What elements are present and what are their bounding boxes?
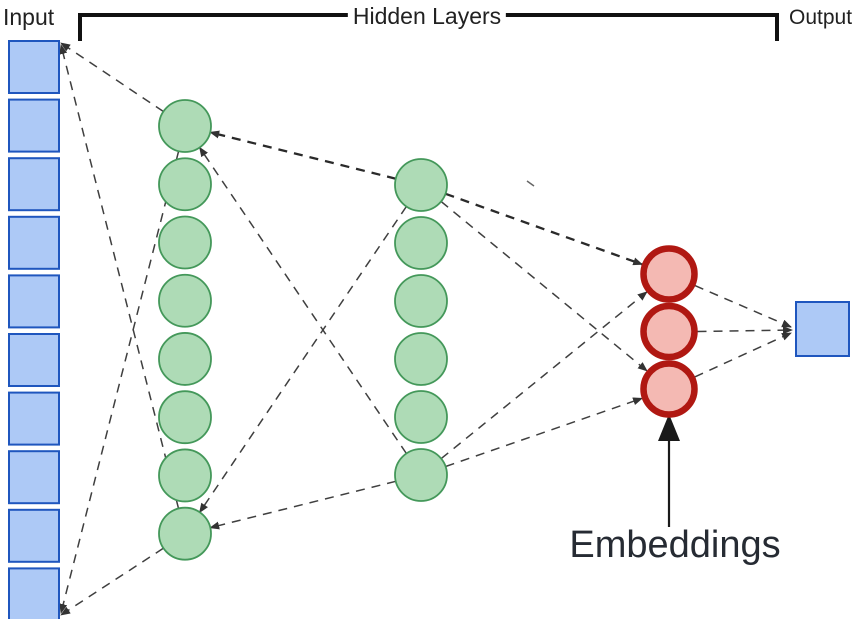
connection-edge	[60, 547, 164, 616]
input-node	[8, 567, 60, 619]
input-node	[8, 450, 60, 505]
hidden-2-node	[394, 332, 448, 386]
connection-edge	[440, 291, 648, 460]
input-node	[8, 508, 60, 563]
hidden-1-node	[158, 157, 212, 212]
hidden-2-node	[394, 216, 448, 270]
hidden-1-node	[158, 506, 212, 561]
stray-dash	[526, 180, 535, 187]
hidden-2-node	[394, 390, 448, 444]
connection-edge	[440, 200, 648, 372]
input-node	[8, 98, 60, 153]
connection-edge	[60, 42, 164, 113]
input-node	[8, 333, 60, 387]
connection-edge	[445, 192, 644, 266]
connection-edge	[694, 332, 792, 378]
input-node	[8, 157, 60, 212]
hidden-1-node	[158, 448, 212, 503]
connection-edge	[694, 284, 792, 328]
embeddings-label: Embeddings	[569, 524, 781, 566]
connection-edge	[697, 326, 793, 335]
embeddings-arrowhead-icon	[658, 414, 680, 441]
embeddings-node	[640, 245, 698, 303]
hidden-1-node	[158, 332, 212, 386]
hidden-layers-label: Hidden Layers	[347, 3, 507, 30]
connection-edge	[198, 206, 408, 514]
hidden-2-node	[394, 448, 448, 502]
output-node	[795, 301, 850, 357]
hidden-1-node	[158, 390, 212, 445]
connection-edge	[198, 146, 408, 454]
embeddings-node	[640, 360, 698, 418]
connection-edge	[445, 397, 644, 468]
input-node	[8, 274, 60, 329]
hidden-1-node	[158, 215, 212, 270]
connection-edge	[209, 130, 397, 180]
input-node	[8, 391, 60, 446]
input-node	[8, 40, 60, 94]
connection-edge	[209, 480, 396, 530]
input-label: Input	[3, 4, 55, 30]
hidden-1-node	[158, 99, 212, 153]
embeddings-node	[640, 302, 698, 361]
hidden-1-node	[158, 273, 212, 328]
hidden-2-node	[394, 158, 448, 212]
output-label: Output	[789, 6, 853, 29]
input-node	[8, 215, 60, 270]
hidden-2-node	[394, 274, 448, 328]
